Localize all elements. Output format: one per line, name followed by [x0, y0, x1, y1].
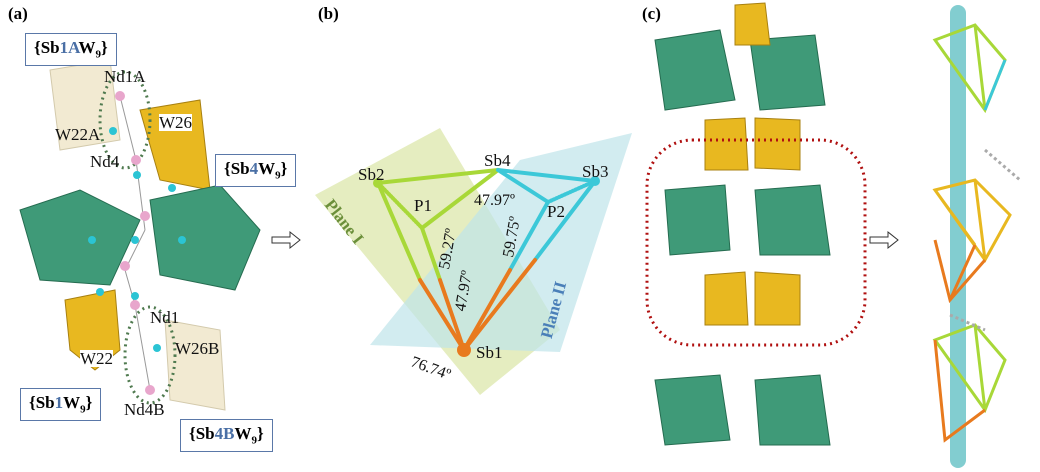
sb4bw9-polyhedra: [164, 319, 226, 411]
green-polyhedra-right: [149, 184, 261, 291]
cylinder-axis: [950, 5, 966, 468]
atom-label-sb2: Sb2: [358, 165, 385, 184]
atom-label-nd4b: Nd4B: [124, 400, 165, 419]
atom-label-nd1: Nd1: [150, 308, 180, 327]
arrow-c: [869, 230, 899, 250]
arrow-a-to-b: [271, 230, 301, 250]
green-polyhedra-left: [19, 189, 141, 286]
atom-label-nd4: Nd4: [90, 152, 120, 171]
atom-label-sb3: Sb3: [582, 162, 609, 181]
panel-a-structure: [19, 59, 261, 411]
atom-label-w26b: W26B: [175, 339, 220, 358]
angle-label-sb4: 47.97º: [474, 192, 515, 209]
dotted-ellipse-bottom: [123, 305, 177, 405]
panel-label-b: (b): [318, 4, 339, 23]
atom-label-w26: W26: [159, 113, 193, 132]
label-box-sb1aw9: {Sb1AW9}: [25, 33, 117, 67]
panel-c-structure: [645, 2, 1021, 468]
label-box-sb1w9: {Sb1W9}: [20, 388, 102, 422]
dotted-ellipse-top: [98, 70, 152, 170]
atom-label-nd1a: Nd1A: [104, 67, 146, 86]
panel-label-c: (c): [642, 4, 661, 23]
atom-label-w22: W22: [80, 349, 114, 368]
label-box-sb4bw9: {Sb4BW9}: [180, 419, 273, 453]
panel-b-geometry: [315, 128, 632, 395]
atom-label-sb1: Sb1: [476, 343, 503, 362]
atom-label-p1: P1: [414, 196, 432, 215]
atom-label-p2: P2: [547, 202, 565, 221]
atom-label-sb4: Sb4: [484, 151, 511, 170]
panel-label-a: (a): [8, 4, 28, 23]
atom-label-w22a: W22A: [55, 125, 101, 144]
label-box-sb4w9: {Sb4W9}: [215, 154, 297, 188]
plane-ii-shape: [370, 133, 632, 352]
